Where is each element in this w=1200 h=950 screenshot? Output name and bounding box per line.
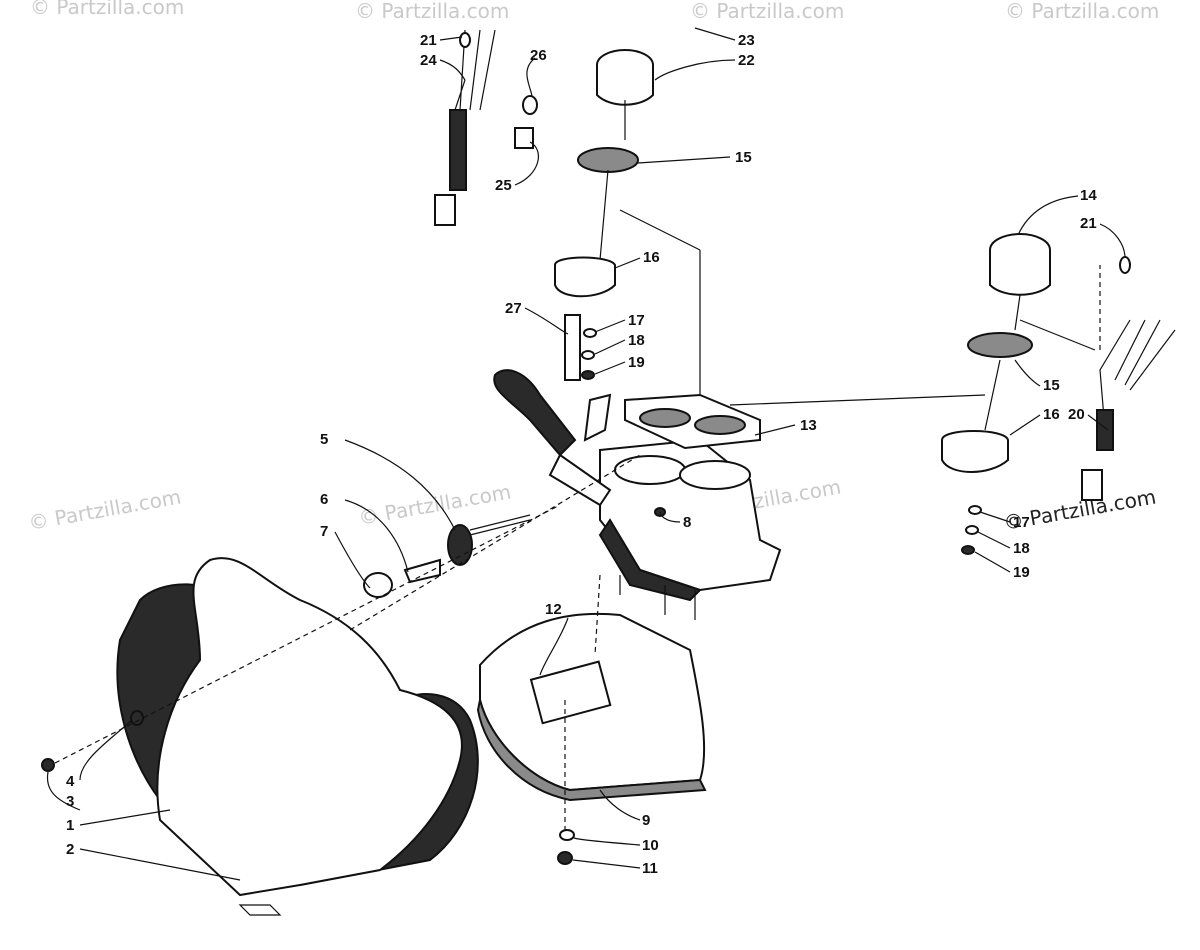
throttle-parts [363,514,531,598]
right-wire-harness [1081,256,1176,501]
callout-21: 21 [1080,215,1097,232]
gasket [624,393,761,450]
callout-21: 21 [420,32,437,49]
callout-labels: 1 2 3 4 5 6 7 8 9 10 11 12 13 14 15 15 1… [66,32,1097,877]
callout-23: 23 [738,32,755,49]
callout-12: 12 [545,601,562,618]
console-housing [598,438,782,620]
handlebar-grip [493,369,612,507]
leader-lines [46,27,1126,881]
decal-label [529,660,612,725]
callout-18: 18 [628,332,645,349]
right-gauge-stack [941,233,1051,555]
watermark: © Partzilla.com [355,0,509,23]
callout-17: 17 [1013,514,1030,531]
grommet [522,95,538,115]
callout-24: 24 [420,52,437,69]
callout-14: 14 [1080,187,1097,204]
callout-1: 1 [66,817,74,834]
callout-2: 2 [66,841,74,858]
callout-20: 20 [1068,406,1085,423]
callout-19: 19 [628,354,645,371]
windshield-tab [238,904,282,916]
lower-panel [476,612,707,802]
callout-5: 5 [320,431,328,448]
watermark: © Partzilla.com [357,479,513,529]
callout-3: 3 [66,793,74,810]
callout-16: 16 [1043,406,1060,423]
callout-13: 13 [800,417,817,434]
callout-27: 27 [505,300,522,317]
callout-4: 4 [66,773,75,790]
callout-8: 8 [683,514,691,531]
callout-15: 15 [1043,377,1060,394]
left-wire-harness [434,29,538,226]
assembly-lines [54,209,1101,830]
callout-9: 9 [642,812,650,829]
cable [564,314,581,381]
watermark: © Partzilla.com [690,0,844,23]
callout-15: 15 [735,149,752,166]
watermark: © Partzilla.com [30,0,184,19]
callout-22: 22 [738,52,755,69]
callout-10: 10 [642,837,659,854]
callout-16: 16 [643,249,660,266]
bulb-socket [514,127,534,149]
callout-26: 26 [530,47,547,64]
callout-19: 19 [1013,564,1030,581]
watermark: © Partzilla.com [1005,0,1159,23]
callout-6: 6 [320,491,328,508]
callout-11: 11 [642,860,658,877]
left-gauge-stack [554,49,654,381]
callout-25: 25 [495,177,512,194]
watermark: © Partzilla.com [27,484,183,534]
fasteners [41,507,666,865]
callout-17: 17 [628,312,645,329]
windshield [116,557,479,916]
callout-7: 7 [320,523,328,540]
callout-18: 18 [1013,540,1030,557]
